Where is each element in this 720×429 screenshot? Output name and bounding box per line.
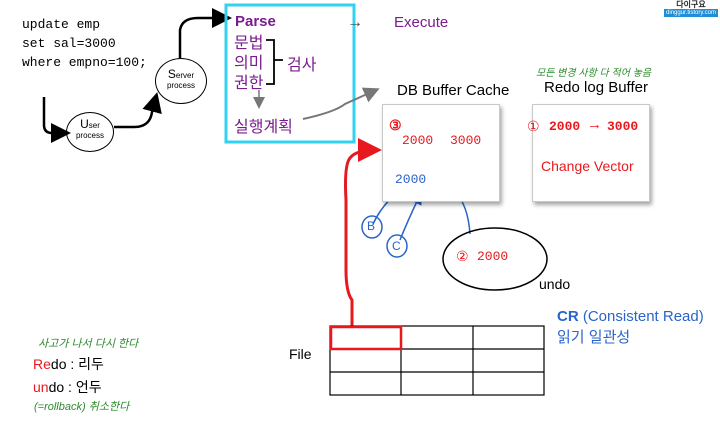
cr-abbrev: CR [557,308,579,325]
user-to-server-arrow [114,92,162,129]
logo-url: dinggur.tistory.com [664,9,718,17]
cr-full: (Consistent Read) [582,308,704,325]
user-process-sub: process [75,131,104,140]
server-process: Server process [155,58,207,104]
undo-segment [442,227,548,291]
consistent-read-korean: 읽기 일관성 [557,329,631,346]
note-redo: Redo : 리두 [33,356,104,372]
note-rollback: (=rollback) 취소한다 [34,401,130,413]
file-block-highlight [329,325,403,351]
marker-b-label: B [367,219,376,233]
note-undo: undo : 언두 [33,379,102,395]
redo-to-value: 3000 [607,119,639,134]
execute-label: Execute [394,14,449,31]
marker-c-label: C [392,239,401,253]
execution-plan-label: 실행계획 [234,119,293,136]
buffer-cache-box [382,104,500,202]
marker-c-circle [386,234,408,258]
undo-step-marker: ② [456,248,469,264]
buffer-cache-new-value: 3000 [450,133,482,148]
undo-value: 2000 [477,249,509,264]
marker-b-circle [361,215,383,239]
parse-items: 문법 의미 권한 [234,34,263,94]
parse-item-privilege: 권한 [234,75,264,92]
redo-note: 모든 변경 사항 다 적어 놓음 [536,68,652,79]
redo-buffer-box [532,104,650,202]
sql-line-3: where empno=100; [22,55,147,70]
server-process-label: Server [167,67,195,81]
parse-check-label: 검사 [287,57,317,74]
note-retry: 사고가 나서 다시 한다 [38,338,139,350]
check-bracket [266,39,283,85]
sql-statement: update emp set sal=3000 where empno=100; [22,15,147,72]
parse-item-syntax: 문법 [234,35,264,52]
file-to-cache-arrow [344,138,382,326]
execute-arrow-icon: → [347,14,363,31]
user-process: User process [66,112,114,152]
server-to-parse-arrow [178,8,232,58]
logo-title: 다이구요 [676,0,706,9]
redo-step-marker: ① [527,118,540,134]
user-process-label: User [80,117,100,131]
parse-title: Parse [235,13,276,30]
buffer-cache-title: DB Buffer Cache [397,82,510,99]
server-process-sub: process [166,81,195,90]
sql-to-user-arrow [42,97,71,143]
change-vector-label: Change Vector [541,158,634,174]
sql-line-2: set sal=3000 [22,36,116,51]
redo-change-arrow-icon: → [587,116,602,133]
file-grid [329,325,545,396]
parse-box [224,3,356,144]
sql-line-1: update emp [22,17,101,32]
blog-logo: 다이구요 dinggur.tistory.com [664,1,718,17]
consistent-read-label: CR (Consistent Read) [557,308,704,325]
parse-item-semantic: 의미 [234,55,264,72]
buffer-cache-old-value: 2000 [402,133,434,148]
undo-label: undo [539,276,571,292]
buffer-cache-cr-value: 2000 [395,172,427,187]
redo-from-value: 2000 [549,119,581,134]
buffer-cache-step-marker: ③ [389,117,402,133]
file-label: File [289,346,312,362]
redo-buffer-title: Redo log Buffer [544,79,648,96]
plan-to-cache-arrow [302,87,380,120]
